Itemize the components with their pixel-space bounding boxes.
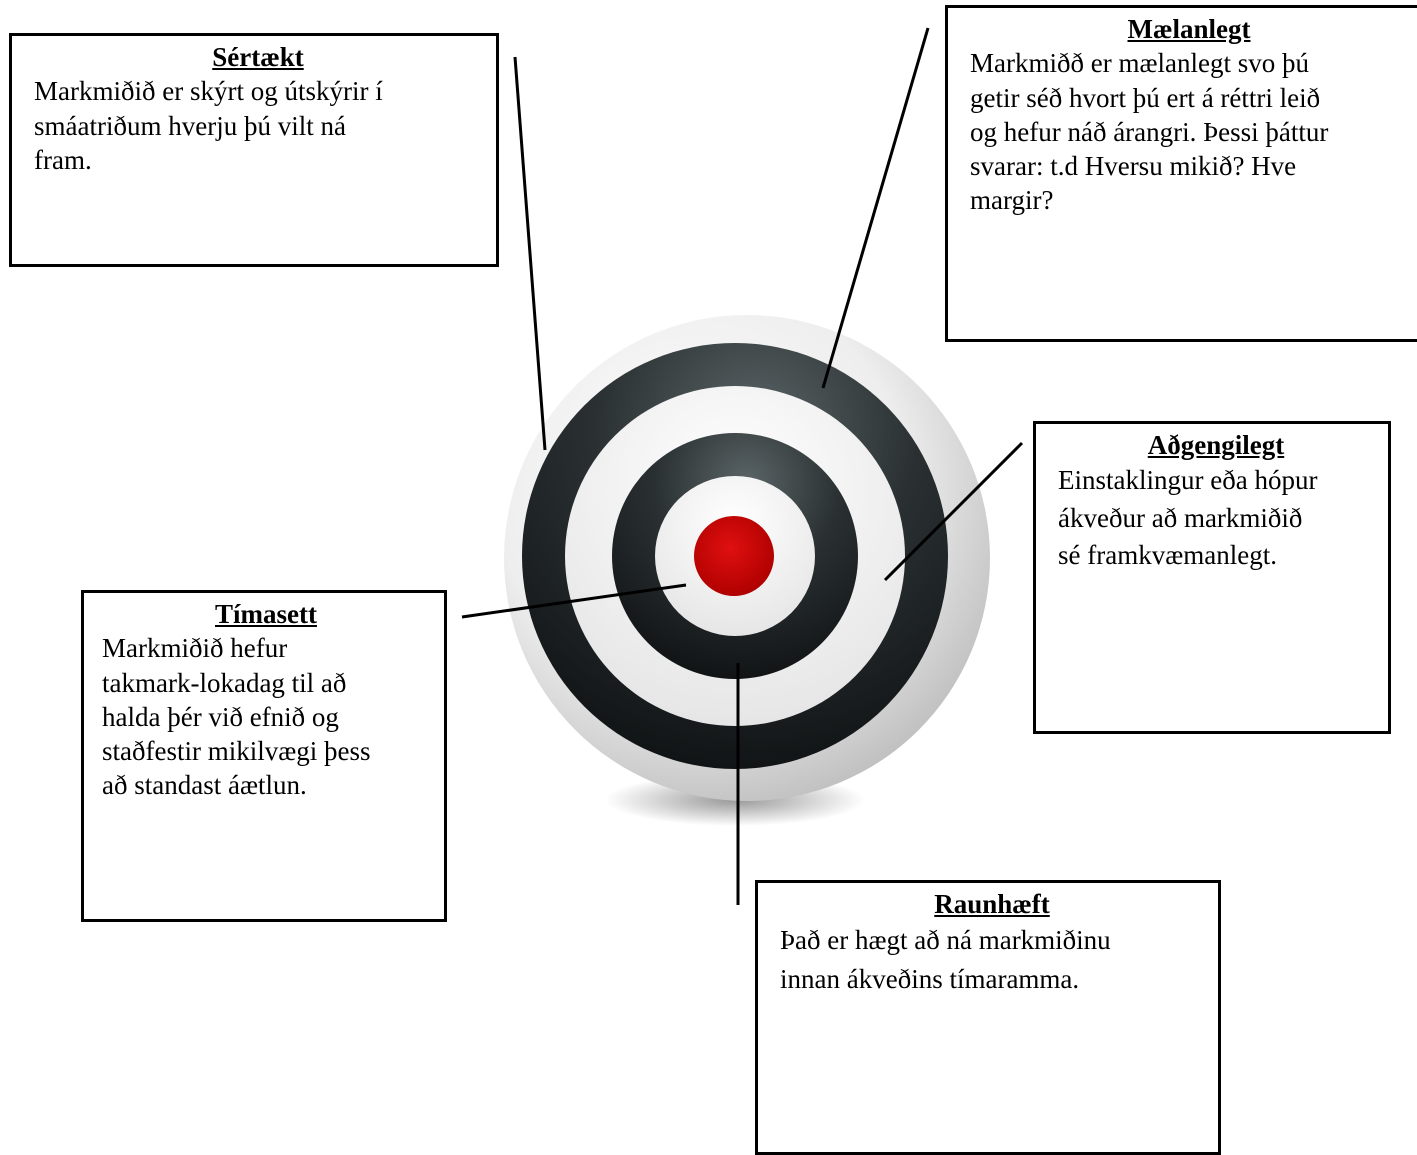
callout-raunhaeft: Raunhæft Það er hægt að ná markmiðinu in… [755, 880, 1221, 1155]
callout-text: Það er hægt að ná markmiðinu innan ákveð… [780, 925, 1111, 995]
callout-text: Markmiðið er skýrt og útskýrir í smáatri… [34, 76, 383, 175]
target-bullseye [694, 516, 774, 596]
callout-maelanlegt: Mælanlegt Markmiðð er mælanlegt svo þú g… [945, 5, 1417, 342]
callout-title: Raunhæft [934, 889, 1050, 919]
connector-adgengilegt [883, 441, 1024, 582]
connector-sertaekt [513, 56, 547, 451]
callout-sertaekt: Sértækt Markmiðið er skýrt og útskýrir í… [9, 33, 499, 267]
callout-title: Aðgengilegt [1147, 430, 1285, 460]
callout-text: Markmiðið hefur takmark-lokadag til að h… [102, 633, 371, 801]
callout-text: Einstaklingur eða hópur ákveður að markm… [1058, 465, 1318, 570]
callout-title: Mælanlegt [1127, 14, 1251, 44]
connector-maelanlegt [821, 27, 930, 389]
callout-timasett: Tímasett Markmiðið hefur takmark-lokadag… [81, 590, 447, 922]
callout-text: Markmiðð er mælanlegt svo þú getir séð h… [970, 48, 1329, 216]
callout-title: Tímasett [215, 599, 317, 629]
callout-adgengilegt: Aðgengilegt Einstaklingur eða hópur ákve… [1033, 421, 1391, 734]
connector-timasett [461, 583, 687, 619]
callout-title: Sértækt [212, 42, 304, 72]
